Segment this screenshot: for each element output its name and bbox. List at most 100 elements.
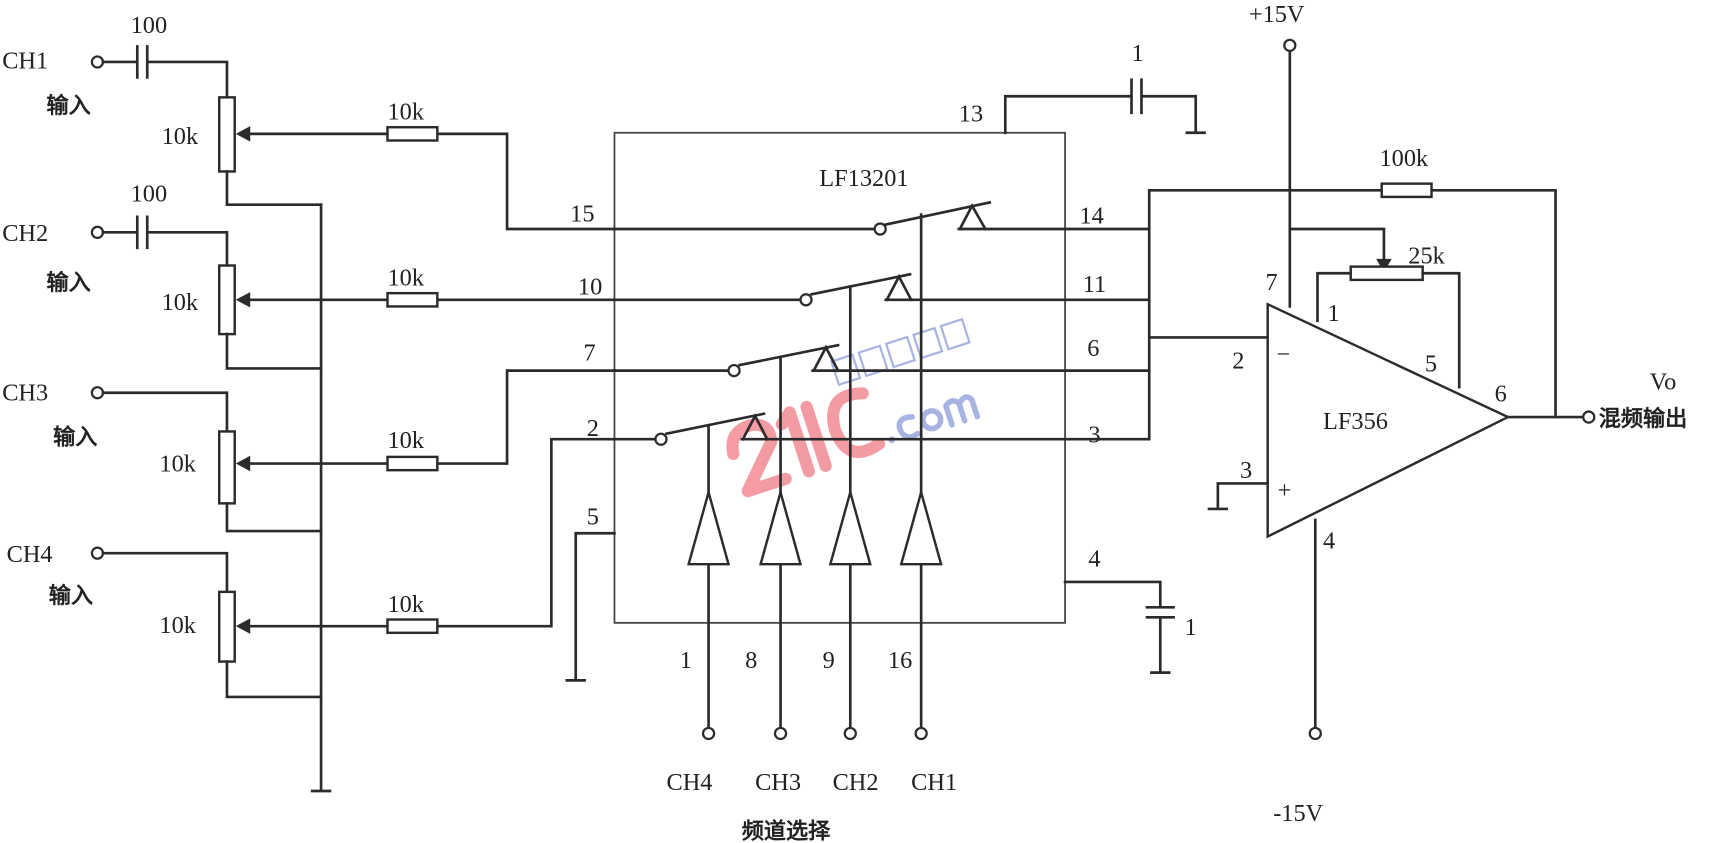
feedback-resistor-value: 100k bbox=[1380, 145, 1430, 172]
pin-label: 7 bbox=[583, 340, 595, 367]
output-label: Vo bbox=[1650, 368, 1677, 395]
resistor bbox=[386, 618, 439, 635]
pin-label: 4 bbox=[1088, 545, 1100, 572]
input-label: CH1 bbox=[2, 48, 48, 75]
input-ch3: CH3 输入 10k 10k bbox=[2, 369, 616, 533]
capacitor-value: 100 bbox=[131, 180, 168, 207]
select-label-ch3: CH3 bbox=[755, 769, 801, 796]
pin-label: 1 bbox=[1327, 300, 1339, 327]
pin5-ground bbox=[565, 531, 616, 682]
vpos-label: +15V bbox=[1249, 1, 1305, 28]
wiper-arrow-icon bbox=[235, 618, 251, 634]
buffer-triangle bbox=[899, 487, 943, 566]
terminal-circle bbox=[914, 726, 928, 741]
potentiometer bbox=[217, 590, 236, 663]
analog-switch-2 bbox=[613, 272, 1151, 307]
pin-label: 4 bbox=[1323, 528, 1335, 555]
pin-label: 14 bbox=[1079, 202, 1103, 229]
input-label: CH2 bbox=[2, 220, 48, 247]
terminal-circle bbox=[701, 726, 716, 741]
capacitor bbox=[101, 215, 229, 267]
pin-label: 15 bbox=[570, 200, 594, 227]
opamp-triangle bbox=[1266, 302, 1511, 539]
pin-label: 2 bbox=[587, 415, 599, 442]
pin-label: 5 bbox=[1425, 351, 1437, 378]
watermark-cn-mark bbox=[829, 317, 971, 387]
potentiometer bbox=[217, 430, 236, 505]
input-ch1: CH1 输入 100 10k 10k bbox=[2, 12, 616, 231]
select-title: 频道选择 bbox=[742, 819, 831, 843]
buffer-triangle bbox=[687, 487, 731, 566]
vpos-rail bbox=[1288, 49, 1386, 308]
resistor-value: 10k bbox=[388, 591, 425, 618]
resistor bbox=[386, 291, 439, 308]
terminal-circle bbox=[90, 386, 105, 400]
pin-label: 10 bbox=[578, 273, 602, 300]
analog-switch-4 bbox=[613, 412, 1151, 446]
output-sublabel: 混频输出 bbox=[1599, 406, 1688, 432]
pin3-ground bbox=[1207, 482, 1270, 511]
pin-label: 8 bbox=[745, 647, 757, 674]
vpos-terminal bbox=[1283, 38, 1297, 52]
resistor-value: 10k bbox=[388, 427, 425, 454]
input-sublabel: 输入 bbox=[47, 270, 91, 296]
pin-label: 5 bbox=[587, 503, 599, 530]
resistor-value: 10k bbox=[388, 98, 425, 125]
control-ch4 bbox=[687, 425, 731, 741]
wiper-arrow-icon bbox=[235, 455, 251, 472]
resistor-value: 10k bbox=[388, 264, 425, 291]
pin-label: 11 bbox=[1083, 271, 1106, 298]
switch-ic-lf13201: LF13201 15 14 10 11 7 6 2 3 5 4 13 1 8 9… bbox=[565, 40, 1206, 843]
control-ch1 bbox=[899, 213, 943, 741]
opamp-lf356: 100k +15V 25k − + LF356 2 3 7 1 5 6 4 -1… bbox=[1147, 1, 1688, 827]
output-terminal bbox=[1582, 410, 1596, 424]
inverting-sign: − bbox=[1277, 341, 1291, 368]
capacitor-pin4 bbox=[1063, 580, 1175, 674]
terminal-circle bbox=[90, 55, 105, 69]
ic-name: LF13201 bbox=[819, 165, 908, 192]
terminal-circle bbox=[773, 726, 788, 741]
pot-value: 10k bbox=[159, 450, 196, 477]
potentiometer bbox=[217, 264, 236, 336]
left-ground-bus bbox=[310, 203, 332, 793]
capacitor bbox=[101, 45, 229, 99]
opamp-name: LF356 bbox=[1323, 408, 1388, 435]
select-label-ch2: CH2 bbox=[833, 769, 879, 796]
pin-label: 3 bbox=[1240, 457, 1252, 484]
watermark-com-mark bbox=[888, 394, 981, 444]
watermark-logo bbox=[726, 317, 981, 498]
pin-label: 7 bbox=[1265, 269, 1277, 296]
pot-value: 10k bbox=[162, 123, 199, 150]
capacitor-pin13 bbox=[1003, 78, 1206, 135]
input-label: CH4 bbox=[7, 541, 53, 568]
pin-label: 3 bbox=[1088, 422, 1100, 449]
control-ch2 bbox=[828, 285, 872, 741]
terminal-circle bbox=[843, 726, 857, 741]
select-label-ch1: CH1 bbox=[911, 769, 957, 796]
control-ch3 bbox=[759, 356, 803, 741]
capacitor-value: 1 bbox=[1131, 40, 1143, 67]
pin-label: 16 bbox=[888, 647, 912, 674]
wiper-arrow-icon bbox=[235, 126, 251, 142]
input-sublabel: 输入 bbox=[53, 425, 97, 451]
capacitor-value: 1 bbox=[1185, 614, 1197, 641]
vneg-label: -15V bbox=[1273, 800, 1323, 827]
input-sublabel: 输入 bbox=[49, 583, 93, 609]
terminal-circle bbox=[90, 546, 105, 560]
buffer-triangle bbox=[828, 487, 872, 566]
pot-value: 10k bbox=[159, 612, 196, 639]
vneg-terminal bbox=[1308, 726, 1322, 741]
resistor bbox=[386, 455, 439, 472]
select-label-ch4: CH4 bbox=[667, 769, 713, 796]
analog-switch-1 bbox=[613, 200, 1151, 236]
pin-label: 2 bbox=[1232, 347, 1244, 374]
input-ch2: CH2 输入 100 10k 10k bbox=[2, 180, 616, 370]
resistor bbox=[386, 126, 439, 142]
pin-label: 1 bbox=[680, 647, 692, 674]
feedback-resistor bbox=[1380, 182, 1433, 199]
offset-pot-value: 25k bbox=[1408, 242, 1445, 269]
summing-bus bbox=[1147, 188, 1557, 441]
analog-switch-3 bbox=[613, 343, 1151, 378]
potentiometer bbox=[217, 96, 236, 173]
